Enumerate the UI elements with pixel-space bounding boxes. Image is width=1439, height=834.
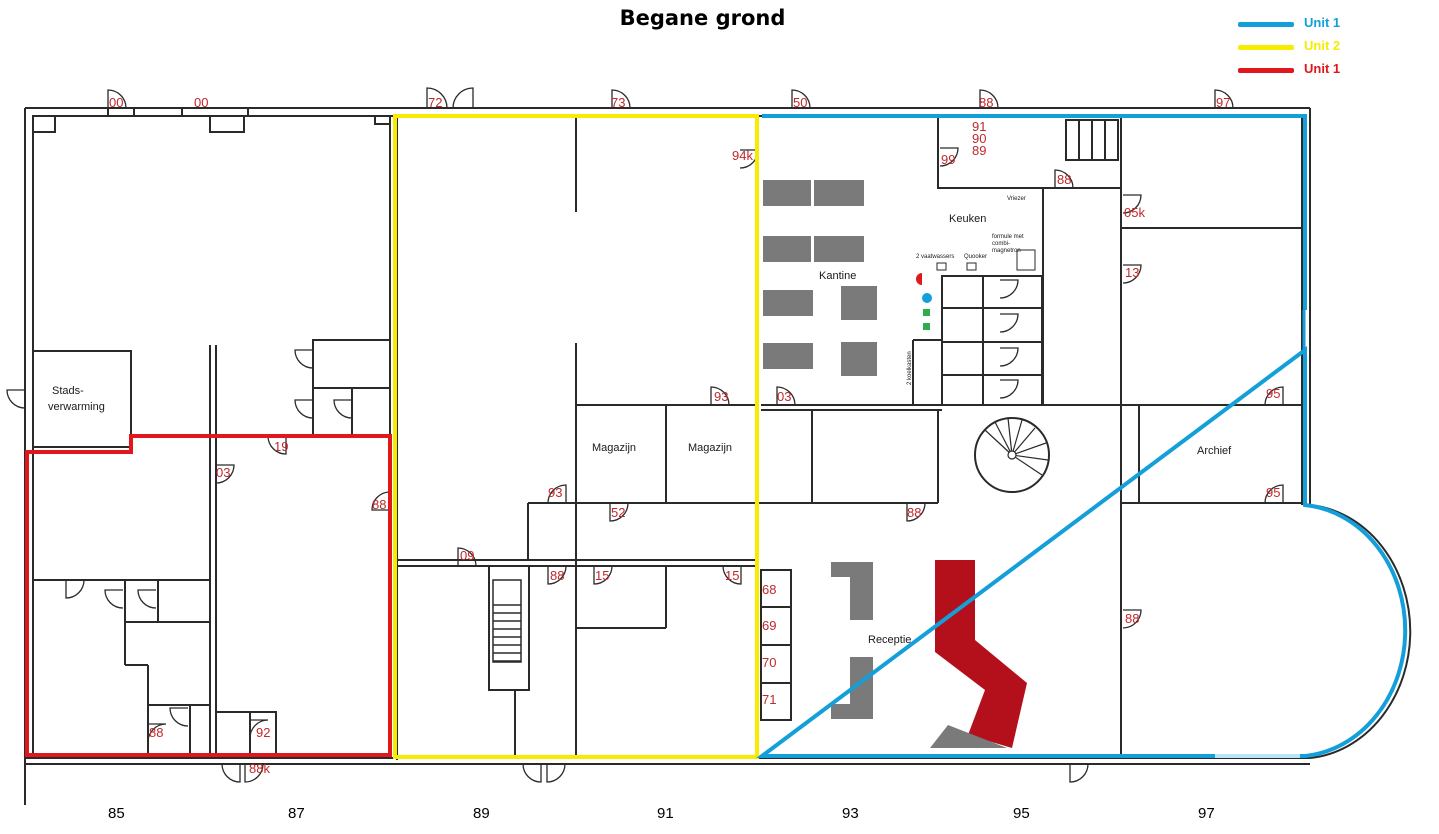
door-number: 97 — [1216, 95, 1230, 110]
door-number: 05k — [1124, 205, 1145, 220]
door-number: 03 — [777, 389, 791, 404]
room-label-receptie: Receptie — [868, 634, 911, 646]
room-label-stadsverwarming: verwarming — [48, 401, 105, 413]
door-number: 92 — [256, 725, 270, 740]
door-number: 88 — [907, 505, 921, 520]
room-label-keuken: Keuken — [949, 213, 986, 225]
legend: Unit 1 Unit 2 Unit 1 — [1236, 14, 1416, 83]
door-numbers: 00 00 72 73 50 88 97 91 90 89 99 88 94k … — [109, 95, 1280, 776]
reception-furniture — [831, 560, 1027, 748]
door-number: 15 — [595, 568, 609, 583]
room-label-stadsverwarming: Stads- — [52, 385, 84, 397]
door-number: 93 — [548, 485, 562, 500]
legend-label: Unit 1 — [1304, 15, 1341, 30]
door-number: 09 — [460, 548, 474, 563]
kitchen-notes: Vriezer formule met combi- magnetron 2 v… — [907, 196, 1026, 385]
room-label-kantine: Kantine — [819, 270, 856, 282]
door-number: 50 — [793, 95, 807, 110]
door-number: 13 — [1125, 265, 1139, 280]
room-labels: Stads- verwarming Magazijn Magazijn Kant… — [48, 213, 1232, 646]
stair-89 — [492, 579, 522, 663]
unit-1-blue-outline — [755, 114, 1408, 758]
building-number: 95 — [1013, 805, 1030, 822]
door-number: 00 — [194, 95, 208, 110]
building-number: 91 — [657, 805, 674, 822]
legend-item: Unit 2 — [1236, 37, 1416, 60]
door-number: 99 — [941, 152, 955, 167]
note-vaatwassers: 2 vaatwassers — [916, 254, 954, 260]
kitchen-appliances — [916, 249, 1036, 330]
door-number: 94k — [732, 148, 753, 163]
door-swings — [6, 87, 1284, 783]
door-number: 90 — [972, 131, 986, 146]
door-number: 91 — [972, 119, 986, 134]
door-number: 72 — [428, 95, 442, 110]
legend-label: Unit 2 — [1304, 38, 1341, 53]
building-number: 87 — [288, 805, 305, 822]
unit-outlines — [25, 114, 1408, 759]
legend-swatch — [1238, 45, 1294, 50]
page-title: Begane grond — [619, 6, 786, 30]
door-number: 88k — [249, 761, 270, 776]
kantine-furniture — [763, 180, 877, 376]
door-number: 73 — [611, 95, 625, 110]
door-number: 88 — [550, 568, 564, 583]
note-quooker: Quooker — [964, 254, 987, 260]
door-number: 95 — [1266, 386, 1280, 401]
room-label-archief: Archief — [1197, 445, 1232, 457]
door-number: 95 — [1266, 485, 1280, 500]
door-number: 15 — [725, 568, 739, 583]
building-number: 93 — [842, 805, 859, 822]
note-formule: formule met — [992, 234, 1024, 240]
door-number: 88 — [149, 725, 163, 740]
note-formule: combi- — [992, 241, 1010, 247]
note-koelkasten: 2 koelkasten — [907, 351, 913, 385]
door-number: 19 — [274, 439, 288, 454]
building-number: 85 — [108, 805, 125, 822]
legend-item: Unit 1 — [1236, 14, 1416, 37]
legend-label: Unit 1 — [1304, 61, 1341, 76]
door-number: 88 — [1125, 611, 1139, 626]
spiral-stair-lines — [984, 417, 1049, 476]
note-vriezer: Vriezer — [1007, 196, 1026, 202]
door-number: 03 — [216, 465, 230, 480]
building-number: 97 — [1198, 805, 1215, 822]
note-formule: magnetron — [992, 248, 1021, 254]
door-number: 69 — [762, 618, 776, 633]
door-number: 00 — [109, 95, 123, 110]
door-number: 88 — [1057, 172, 1071, 187]
door-number: 70 — [762, 655, 776, 670]
legend-swatch — [1238, 22, 1294, 27]
unit-1-red-outline — [25, 434, 392, 757]
door-number: 88 — [372, 497, 386, 512]
unit-2-outline — [393, 114, 759, 759]
door-number: 68 — [762, 582, 776, 597]
building-number: 89 — [473, 805, 490, 822]
room-label-magazijn: Magazijn — [592, 442, 636, 454]
legend-swatch — [1238, 68, 1294, 73]
legend-item: Unit 1 — [1236, 60, 1416, 83]
door-number: 71 — [762, 692, 776, 707]
door-number: 88 — [979, 95, 993, 110]
walls — [24, 107, 1412, 805]
door-number: 89 — [972, 143, 986, 158]
door-number: 93 — [714, 389, 728, 404]
door-number: 52 — [611, 505, 625, 520]
room-label-magazijn: Magazijn — [688, 442, 732, 454]
